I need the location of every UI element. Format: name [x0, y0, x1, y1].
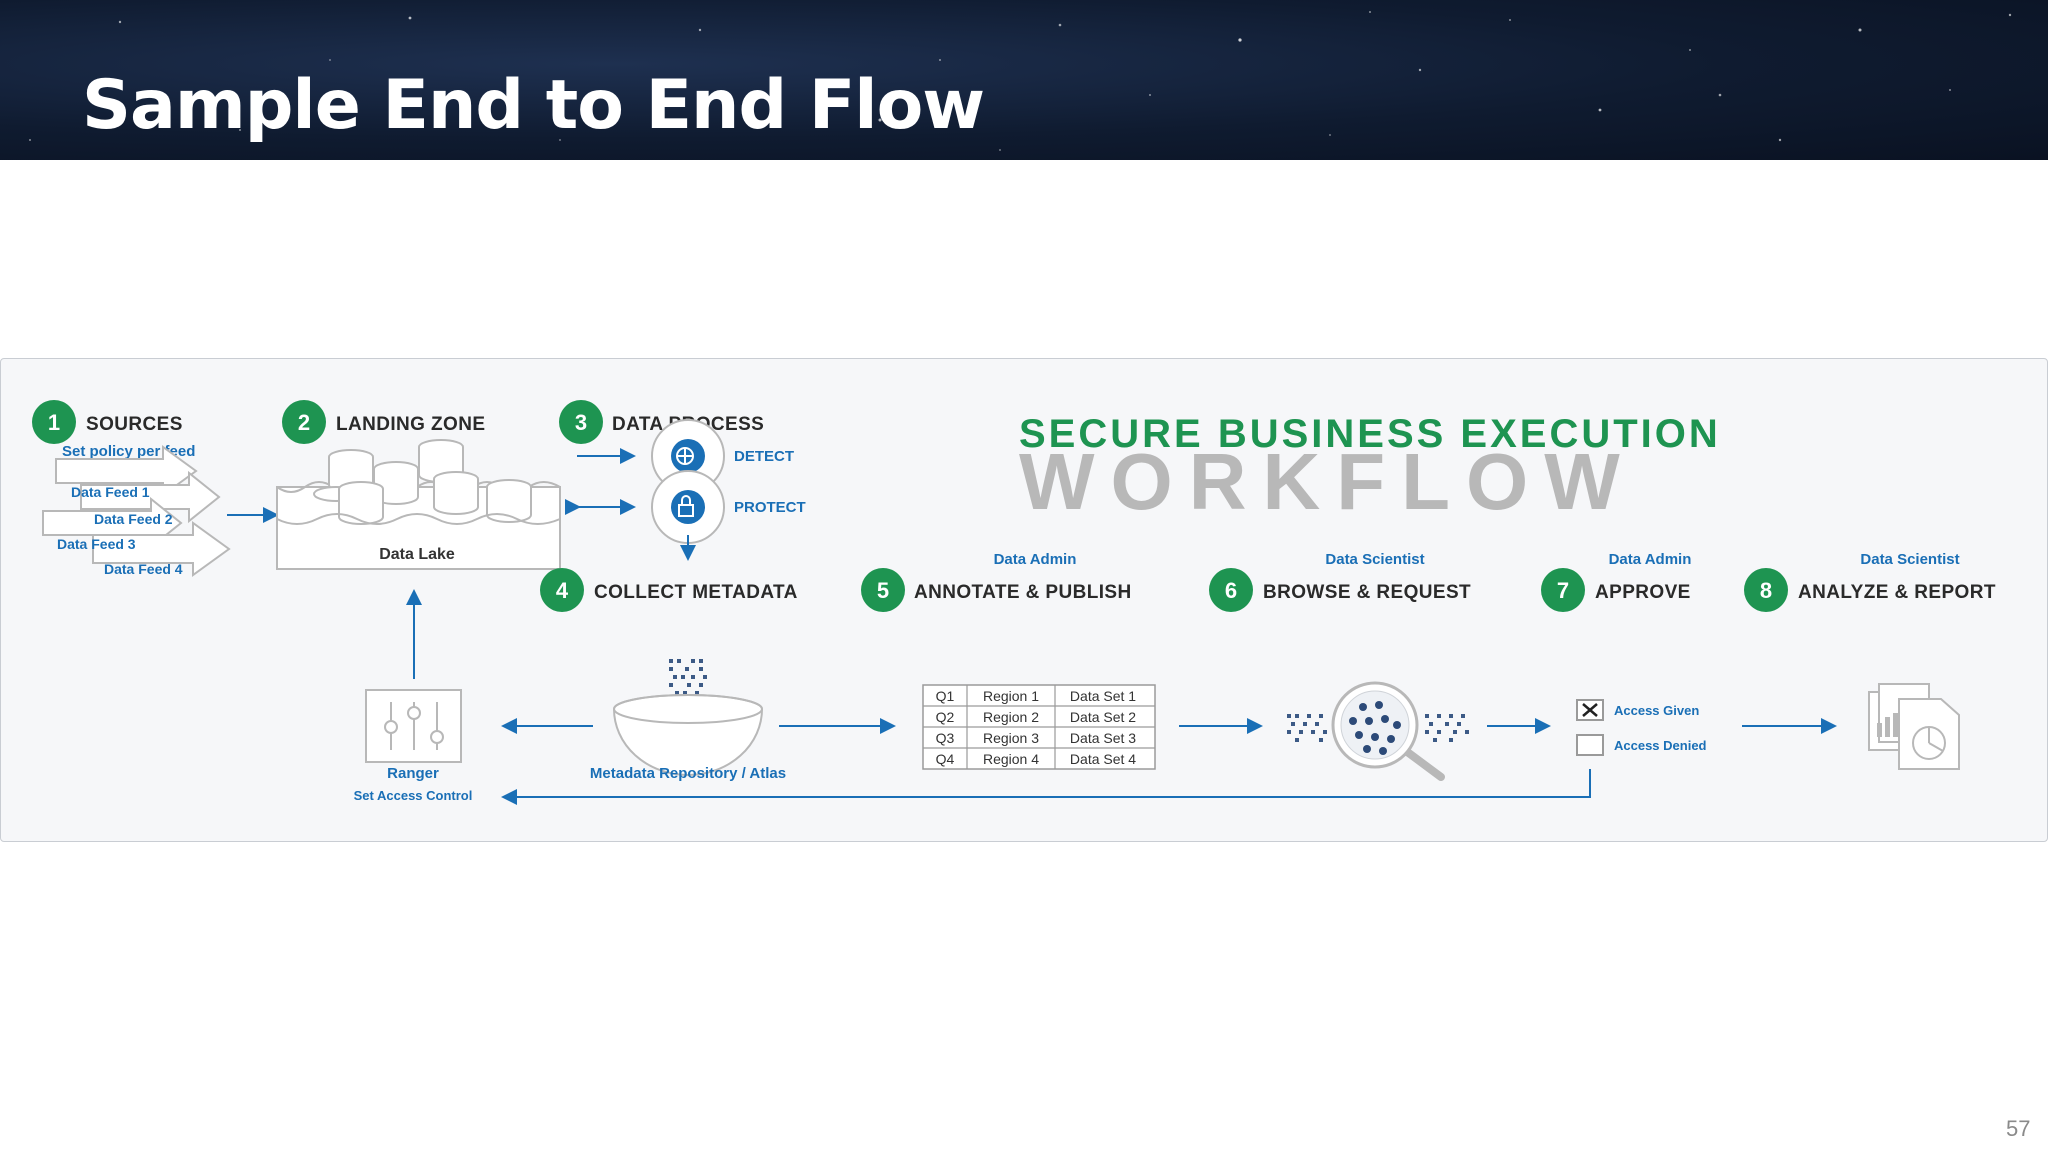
data-feed-2: Data Feed 2: [94, 511, 173, 527]
data-lake-label: Data Lake: [379, 546, 455, 563]
page-number: 57: [2006, 1116, 2031, 1141]
step-4: 4 COLLECT METADATA: [540, 568, 798, 612]
step-5-number: 5: [877, 578, 889, 603]
step-5-label: ANNOTATE & PUBLISH: [914, 582, 1132, 603]
step-5-badge: [861, 568, 905, 612]
step-3-number: 3: [575, 410, 587, 435]
metadata-label: Metadata Repository / Atlas: [590, 765, 786, 782]
step-7-role: Data Admin: [1609, 551, 1692, 568]
table-cell: Region 4: [983, 751, 1039, 767]
step-1-badge: [32, 400, 76, 444]
data-feed-4: Data Feed 4: [104, 561, 183, 577]
detect-label: DETECT: [734, 448, 794, 465]
step-8: Data Scientist 8 ANALYZE & REPORT: [1744, 551, 1996, 612]
slide-header: Sample End to End Flow: [0, 0, 2048, 160]
access-given-label: Access Given: [1614, 703, 1699, 718]
step-8-role: Data Scientist: [1860, 551, 1959, 568]
table-cell: Q3: [936, 730, 955, 746]
step-2-badge: [282, 400, 326, 444]
table-cell: Q4: [936, 751, 955, 767]
step-3-badge: [559, 400, 603, 444]
step-6: Data Scientist 6 BROWSE & REQUEST: [1209, 551, 1471, 612]
table-cell: Region 2: [983, 709, 1039, 725]
ranger-icon: [365, 689, 462, 763]
access-given-checkbox: [1576, 699, 1604, 721]
protect-label: PROTECT: [734, 499, 806, 516]
step-4-badge: [540, 568, 584, 612]
starfield-background: [29, 11, 2012, 151]
step-1-label: SOURCES: [86, 414, 183, 435]
step-7: Data Admin 7 APPROVE: [1541, 551, 1691, 612]
ranger-sub-label: Set Access Control: [354, 788, 473, 803]
step-8-badge: [1744, 568, 1788, 612]
data-feed-arrow-4: [92, 521, 231, 577]
step-1: 1 SOURCES Set policy per feed: [32, 400, 195, 460]
step-5-role: Data Admin: [994, 551, 1077, 568]
step-6-badge: [1209, 568, 1253, 612]
access-denied-checkbox: [1576, 734, 1604, 756]
protect-icon: [651, 470, 725, 544]
table-cell: Region 1: [983, 688, 1039, 704]
step-6-role: Data Scientist: [1325, 551, 1424, 568]
data-feed-1: Data Feed 1: [71, 484, 150, 500]
workflow-diagram: SECURE BUSINESS EXECUTION WORKFLOW 1 SOU…: [0, 358, 2048, 842]
step-8-number: 8: [1760, 578, 1772, 603]
step-7-number: 7: [1557, 578, 1569, 603]
data-feed-arrow-1: [55, 445, 198, 497]
workflow-heading-2: WORKFLOW: [1019, 437, 1636, 526]
step-6-number: 6: [1225, 578, 1237, 603]
table-cell: Data Set 3: [1070, 730, 1136, 746]
step-6-label: BROWSE & REQUEST: [1263, 582, 1471, 603]
step-8-label: ANALYZE & REPORT: [1798, 582, 1996, 603]
access-denied-label: Access Denied: [1614, 738, 1707, 753]
step-1-number: 1: [48, 410, 60, 435]
step-7-badge: [1541, 568, 1585, 612]
step-2: 2 LANDING ZONE: [282, 400, 485, 444]
table-cell: Data Set 2: [1070, 709, 1136, 725]
magnifier-icon: [1287, 681, 1469, 781]
table-cell: Q1: [936, 688, 955, 704]
metadata-bowl-icon: [613, 659, 763, 776]
table-cell: Data Set 4: [1070, 751, 1136, 767]
report-icon: [1868, 683, 1960, 770]
step-4-number: 4: [556, 578, 569, 603]
table-cell: Q2: [936, 709, 955, 725]
data-lake-icon: [276, 439, 561, 570]
workflow-heading-1: SECURE BUSINESS EXECUTION: [1019, 412, 1721, 456]
step-2-label: LANDING ZONE: [336, 414, 485, 435]
table-cell: Data Set 1: [1070, 688, 1136, 704]
step-4-label: COLLECT METADATA: [594, 582, 798, 603]
workflow-canvas: SECURE BUSINESS EXECUTION WORKFLOW 1 SOU…: [32, 400, 1996, 805]
annotate-table: Q1 Region 1 Data Set 1 Q2 Region 2 Data …: [922, 684, 1156, 770]
step-7-label: APPROVE: [1595, 582, 1691, 603]
data-feeds: [42, 445, 231, 577]
data-feed-3: Data Feed 3: [57, 536, 136, 552]
detect-icon: [651, 419, 725, 493]
slide-title: Sample End to End Flow: [82, 66, 985, 145]
step-2-number: 2: [298, 410, 310, 435]
ranger-label: Ranger: [387, 765, 439, 782]
arrow-approve-to-ranger: [501, 769, 1591, 805]
table-cell: Region 3: [983, 730, 1039, 746]
step-5: Data Admin 5 ANNOTATE & PUBLISH: [861, 551, 1132, 612]
